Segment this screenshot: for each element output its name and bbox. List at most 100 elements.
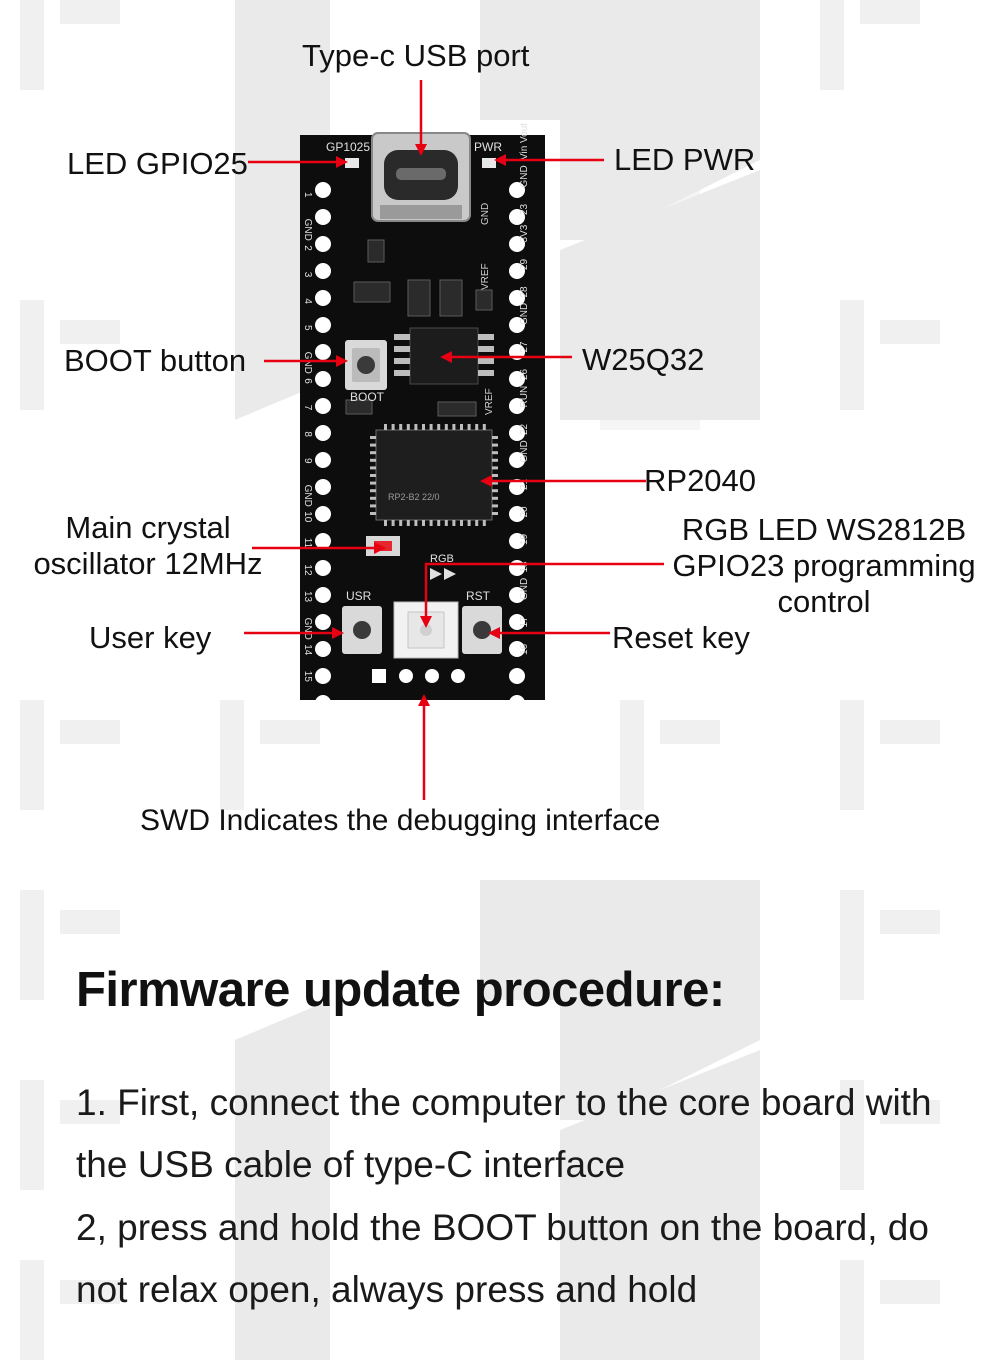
user-key-body: [342, 606, 382, 654]
pin-pad: [315, 317, 331, 333]
qfn-pin: [370, 436, 376, 439]
pin-pad: [315, 533, 331, 549]
qfn-pin: [414, 520, 418, 526]
silk-left-pin-label: 4: [302, 298, 313, 304]
silk-right-pin-label: 19: [519, 533, 530, 545]
silk-left-pin-label: 10: [302, 511, 313, 523]
silk-right-pin-label: 28: [519, 286, 530, 298]
pin-pad: [509, 290, 525, 306]
label-rgb-led: RGB LED WS2812B GPIO23 programming contr…: [664, 512, 984, 620]
qfn-pin: [492, 458, 498, 462]
usb-c-connector: [371, 132, 471, 222]
pin-pad: [509, 425, 525, 441]
silk-right-pin-label: GND: [519, 440, 530, 462]
led-pwr: [482, 158, 496, 168]
qfn-pin: [384, 424, 387, 430]
qfn-pin: [444, 520, 448, 526]
led-gpio25: [345, 158, 359, 168]
chip-marking: RP2-B2 22/0: [388, 492, 440, 502]
qfn-pin: [422, 424, 425, 430]
qfn-pin: [482, 424, 486, 430]
qfn-pin: [370, 458, 376, 462]
watermark-logo-shapes: [235, 0, 760, 1360]
silk-right-pin-label: RUN: [519, 386, 530, 408]
silk-left-pin-label: 13: [302, 591, 313, 603]
procedure-step-1: 1. First, connect the computer to the co…: [76, 1082, 932, 1185]
qfn-pin: [492, 512, 498, 515]
silk-left-pin-label: GND: [302, 352, 313, 374]
pin-pad: [509, 209, 525, 225]
pin-pad: [315, 668, 331, 684]
qfn-pin: [370, 443, 376, 447]
pin-pad: [509, 668, 525, 684]
label-rgb-line3: control: [777, 584, 871, 619]
qfn-pin: [492, 489, 498, 493]
qfn-pin: [370, 466, 376, 470]
pin-pad: [509, 317, 525, 333]
pin-pad: [509, 479, 525, 495]
qfn-pin: [370, 504, 376, 508]
pin-pad: [509, 506, 525, 522]
pin-pad: [509, 587, 525, 603]
silk-right-pin-label: 27: [519, 341, 530, 353]
label-rgb-line2: GPIO23 programming: [672, 548, 976, 583]
label-user-key: User key: [89, 620, 212, 655]
qfn-pin: [437, 520, 441, 526]
silk-right-pin-label: 26: [519, 368, 530, 380]
small-components: [345, 239, 493, 417]
silk-usr: USR: [346, 589, 372, 603]
silk-right-pin-label: GND: [519, 165, 530, 187]
silk-right-pin-label: 18: [519, 561, 530, 573]
silk-left-pin-label: 9: [302, 458, 313, 464]
rgb-arrows: [430, 568, 456, 580]
qfn-pin: [422, 520, 425, 526]
qfn-pin: [492, 496, 498, 500]
silk-inner-label: VREF: [484, 388, 495, 415]
pointer-lines: [244, 80, 664, 800]
qfn-pin: [370, 489, 376, 493]
pin-pad: [509, 182, 525, 198]
silk-right-pin-label: 16: [519, 643, 530, 655]
pin-pad: [315, 560, 331, 576]
pin-pad: [315, 263, 331, 279]
qfn-pin: [475, 424, 479, 430]
qfn-pin: [370, 481, 376, 485]
qfn-pin: [399, 424, 403, 430]
qfn-pin: [492, 474, 498, 477]
pointer-rgb: [424, 562, 664, 620]
qfn-pin: [399, 520, 403, 526]
silk-rgb: RGB: [430, 553, 454, 565]
silk-right-pin-label: 29: [519, 258, 530, 270]
label-led-pwr: LED PWR: [614, 142, 756, 177]
pin-pad: [315, 371, 331, 387]
silk-left-pin-label: 14: [302, 644, 313, 656]
qfn-pin: [452, 520, 456, 526]
qfn-pin: [492, 504, 498, 508]
qfn-pin: [429, 424, 433, 430]
silk-left-pin-label: 8: [302, 431, 313, 437]
pin-pad: [509, 614, 525, 630]
pin-pad: [509, 236, 525, 252]
silk-left-pin-label: 2: [302, 245, 313, 251]
silk-inner-label: VREF: [480, 263, 491, 290]
silk-inner-label: GND: [480, 203, 491, 225]
pin-pad: [509, 371, 525, 387]
pin-pad: [315, 398, 331, 414]
silk-right-pin-label: GND: [519, 578, 530, 600]
silk-right-pin-label: GND: [519, 303, 530, 325]
silk-gp1025: GP1025: [326, 140, 370, 154]
silk-right-pin-label: 17: [519, 616, 530, 628]
label-flash: W25Q32: [582, 342, 705, 377]
qfn-pin: [370, 496, 376, 500]
qfn-pin: [467, 520, 471, 526]
pin-pad: [509, 452, 525, 468]
watermark-small-logos: [20, 0, 940, 1360]
pin-pad: [315, 236, 331, 252]
silk-right-pin-label: 20: [519, 506, 530, 518]
silk-left-pin-label: 1: [302, 192, 313, 198]
qfn-pin: [370, 474, 376, 477]
pin-pad: [509, 641, 525, 657]
silk-left-pin-label: 11: [302, 538, 313, 549]
pin-pad: [315, 641, 331, 657]
label-crystal: Main crystal oscillator 12MHz: [28, 510, 268, 582]
